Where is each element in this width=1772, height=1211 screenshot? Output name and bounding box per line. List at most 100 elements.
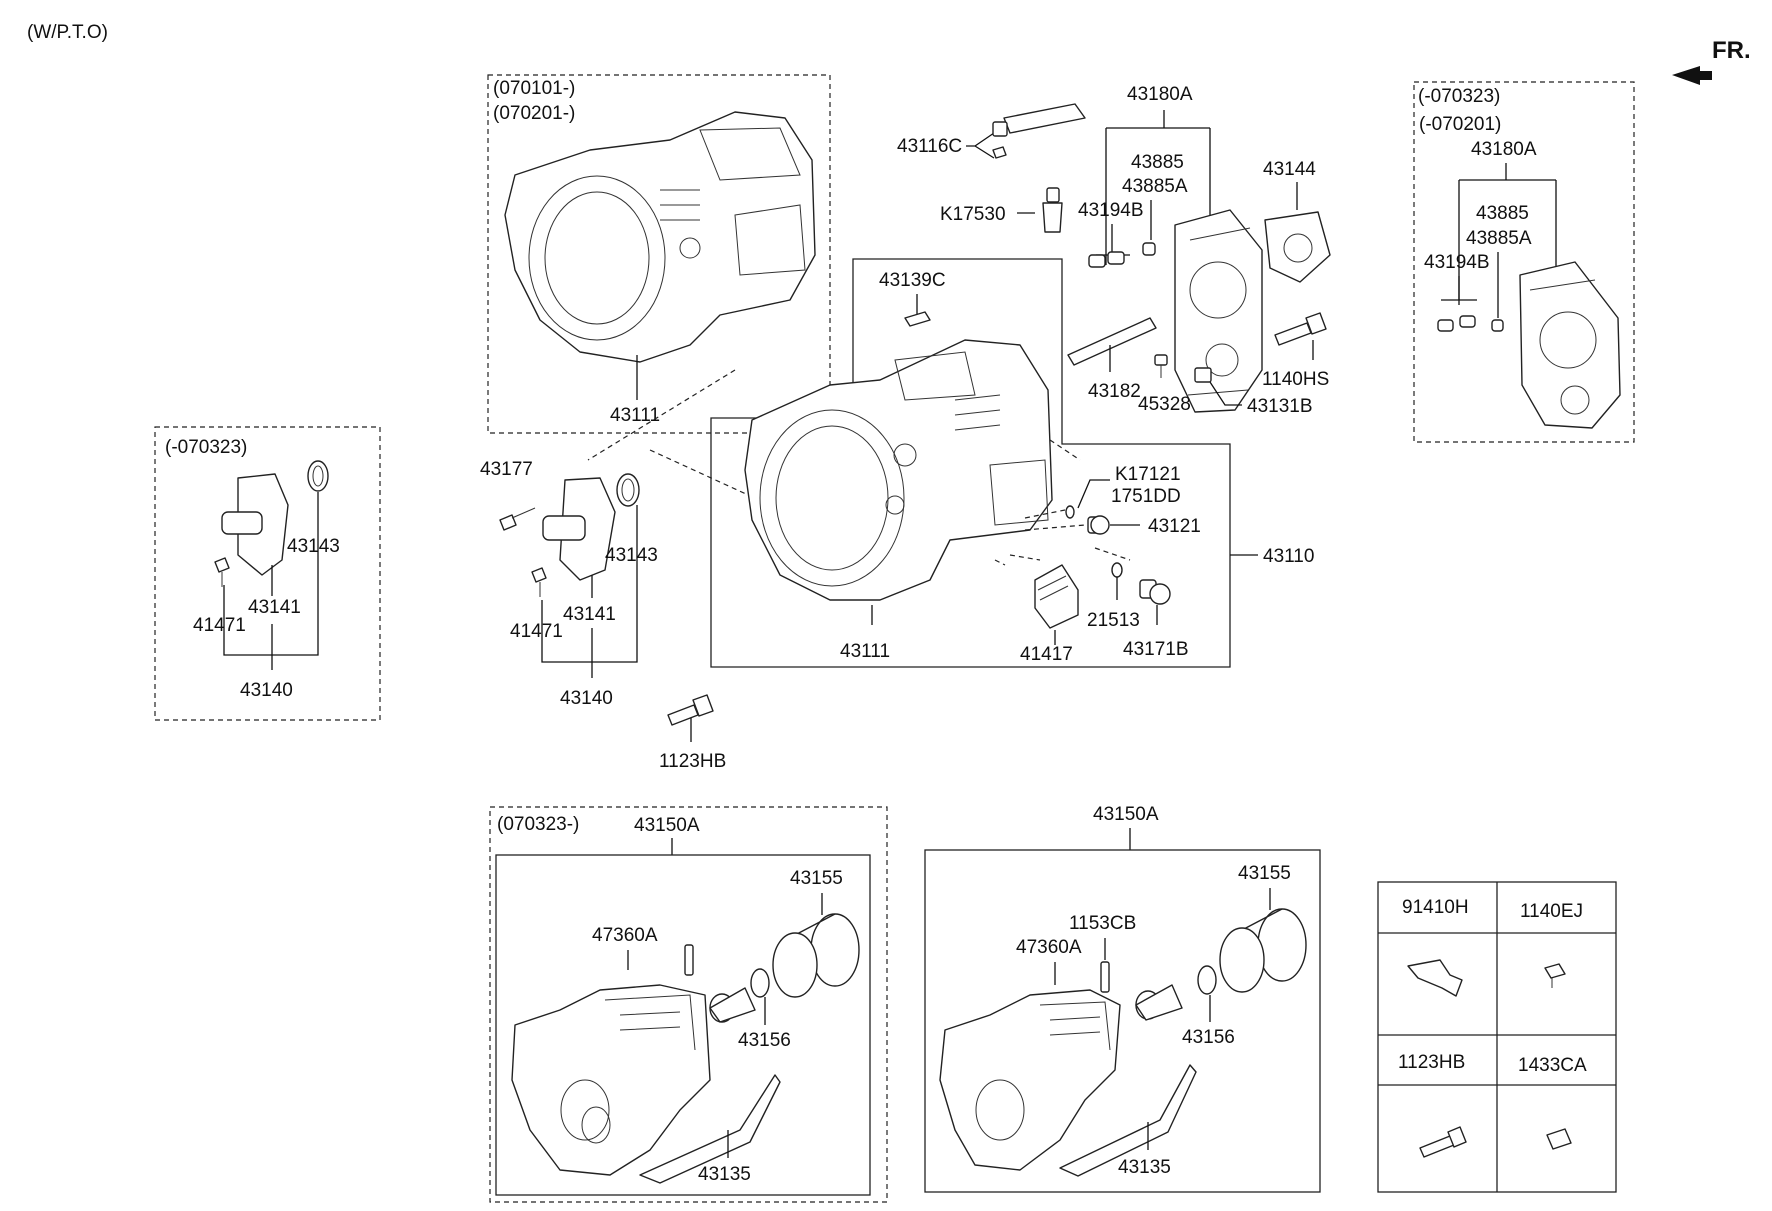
date-code-070101: (070101-) bbox=[493, 78, 575, 99]
bolt-1140ej-icon bbox=[1544, 963, 1566, 988]
part-41471-mid: 41471 bbox=[510, 621, 563, 642]
part-43885: 43885 bbox=[1131, 152, 1184, 173]
part-43116c: 43116C bbox=[897, 136, 962, 157]
boot-43155-center bbox=[1219, 908, 1307, 993]
lower-left-assembly-box bbox=[495, 854, 871, 1196]
lower-center-part-43156: 43156 bbox=[1182, 1027, 1235, 1048]
sleeve-43156-center bbox=[1135, 965, 1217, 1021]
pto-cover-mid bbox=[531, 473, 640, 597]
bolt-1123hb-icon bbox=[1419, 1126, 1467, 1158]
right-part-43180a: 43180A bbox=[1471, 139, 1537, 160]
part-1123hb: 1123HB bbox=[659, 751, 726, 772]
pin-center bbox=[1100, 961, 1110, 993]
part-43143-mid: 43143 bbox=[605, 545, 658, 566]
part-43140-left: 43140 bbox=[240, 680, 293, 701]
right-adapter-plate bbox=[1519, 261, 1621, 429]
upper-left-date-box bbox=[487, 74, 831, 434]
part-43177: 43177 bbox=[480, 459, 533, 480]
part-41471-left: 41471 bbox=[193, 615, 246, 636]
lower-part-43135: 43135 bbox=[698, 1164, 751, 1185]
oring-k17121 bbox=[1065, 505, 1075, 519]
part-43141-left: 43141 bbox=[248, 597, 301, 618]
hardware-parts-table bbox=[1377, 881, 1617, 1193]
part-1140hs: 1140HS bbox=[1262, 369, 1329, 390]
pto-cover-left bbox=[214, 460, 329, 587]
part-43131b: 43131B bbox=[1247, 396, 1313, 417]
front-direction-arrow-icon bbox=[1672, 66, 1712, 85]
date-code-left: (-070323) bbox=[165, 437, 247, 458]
date-code-lower: (070323-) bbox=[497, 814, 579, 835]
part-k17530: K17530 bbox=[940, 204, 1006, 225]
part-43171b: 43171B bbox=[1123, 639, 1189, 660]
part-43111-top: 43111 bbox=[610, 405, 660, 426]
lower-center-part-43155: 43155 bbox=[1238, 863, 1291, 884]
adapter-plate-43180a bbox=[1174, 209, 1263, 413]
bolt-1140hs bbox=[1274, 312, 1327, 346]
variant-label: (W/P.T.O) bbox=[27, 22, 108, 43]
table-cell-91410h: 91410H bbox=[1402, 897, 1469, 918]
transmission-housing-top bbox=[504, 111, 816, 363]
date-code-070201: (070201-) bbox=[493, 103, 575, 124]
boot-43155-left bbox=[772, 913, 860, 998]
gasket-43144 bbox=[1264, 211, 1331, 283]
sleeve-43156-left bbox=[709, 968, 770, 1023]
center-assembly-box bbox=[710, 258, 1231, 668]
lower-part-43155: 43155 bbox=[790, 868, 843, 889]
lower-center-part-43135: 43135 bbox=[1118, 1157, 1171, 1178]
plug-43121 bbox=[1087, 515, 1110, 535]
part-43140-mid: 43140 bbox=[560, 688, 613, 709]
part-1751dd: 1751DD bbox=[1111, 486, 1181, 507]
right-part-43885: 43885 bbox=[1476, 203, 1529, 224]
lower-part-43150a: 43150A bbox=[634, 815, 700, 836]
bushing-43131b bbox=[1194, 367, 1212, 383]
lever-43135-center bbox=[1059, 1064, 1197, 1177]
plate-43139c bbox=[904, 311, 931, 327]
part-43141-mid: 43141 bbox=[563, 604, 616, 625]
bolt-1123hb bbox=[667, 694, 714, 726]
right-part-43194b: 43194B bbox=[1424, 252, 1490, 273]
bracket-91410h-icon bbox=[1407, 959, 1463, 997]
oring-21513 bbox=[1111, 562, 1123, 578]
date-code-right-1: (-070323) bbox=[1418, 86, 1500, 107]
lower-center-part-47360a: 47360A bbox=[1016, 937, 1082, 958]
part-43110: 43110 bbox=[1263, 546, 1314, 567]
right-dowel-pins bbox=[1437, 315, 1504, 332]
extension-housing-center bbox=[939, 989, 1121, 1171]
lower-part-43156: 43156 bbox=[738, 1030, 791, 1051]
part-43194b: 43194B bbox=[1078, 200, 1144, 221]
part-45328: 45328 bbox=[1138, 394, 1191, 415]
sealant-tube-43116c bbox=[992, 103, 1086, 159]
part-k17121: K17121 bbox=[1115, 464, 1181, 485]
lower-center-assembly-box bbox=[924, 849, 1321, 1193]
part-43111-mid: 43111 bbox=[840, 641, 890, 662]
part-43121: 43121 bbox=[1148, 516, 1201, 537]
right-part-43885a: 43885A bbox=[1466, 228, 1532, 249]
part-43139c: 43139C bbox=[879, 270, 946, 291]
dowel-pins-43194b bbox=[1088, 242, 1156, 268]
part-21513: 21513 bbox=[1087, 610, 1140, 631]
extension-housing-left bbox=[511, 984, 711, 1176]
breather-41417 bbox=[1034, 564, 1079, 629]
part-41417: 41417 bbox=[1020, 644, 1073, 665]
table-cell-1140ej: 1140EJ bbox=[1520, 901, 1583, 922]
date-code-right-2: (-070201) bbox=[1419, 114, 1501, 135]
plug-43171b bbox=[1139, 579, 1171, 605]
lever-43135-left bbox=[639, 1074, 781, 1184]
bolt-43177 bbox=[499, 507, 536, 531]
lower-left-date-box bbox=[489, 806, 888, 1203]
part-43885a: 43885A bbox=[1122, 176, 1188, 197]
left-date-box bbox=[154, 426, 381, 721]
table-cell-1433ca: 1433CA bbox=[1518, 1055, 1587, 1076]
pin-left bbox=[684, 944, 694, 976]
front-direction-label: FR. bbox=[1712, 37, 1751, 64]
part-43180a: 43180A bbox=[1127, 84, 1193, 105]
bolt-45328 bbox=[1154, 354, 1168, 378]
plug-1433ca-icon bbox=[1546, 1128, 1572, 1150]
lower-center-part-43150a: 43150A bbox=[1093, 804, 1159, 825]
lower-center-part-1153cb: 1153CB bbox=[1069, 913, 1136, 934]
rail-43182 bbox=[1067, 317, 1157, 366]
part-43144: 43144 bbox=[1263, 159, 1316, 180]
transmission-housing-main bbox=[744, 339, 1053, 601]
right-date-box bbox=[1413, 81, 1635, 443]
